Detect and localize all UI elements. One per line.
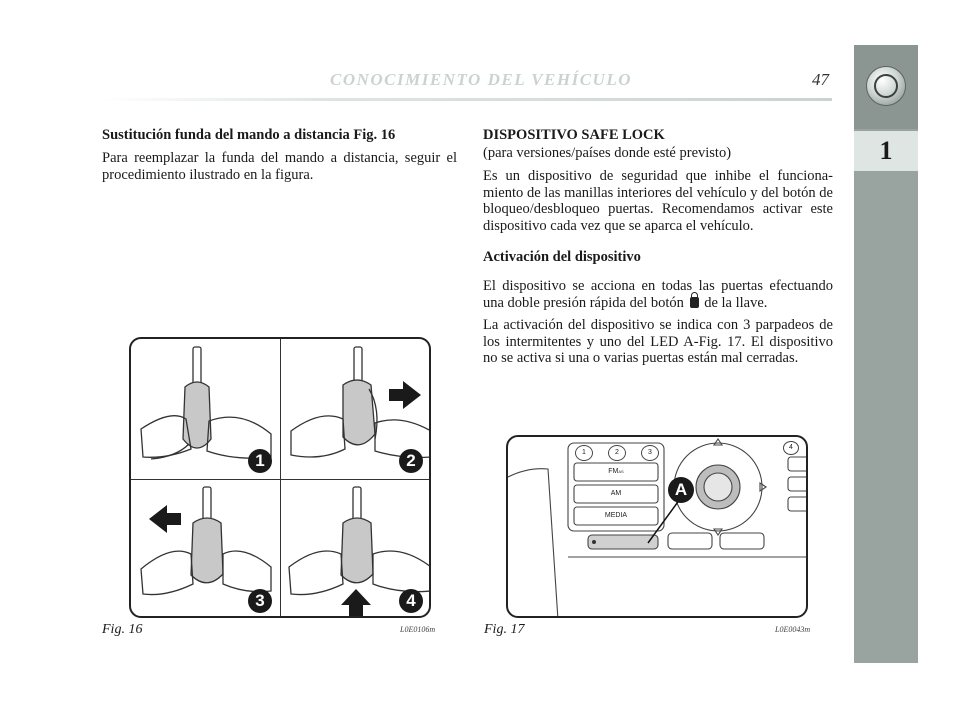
arrow-icon xyxy=(389,381,421,409)
source-button-fm-suffix: AS xyxy=(618,469,624,474)
arrow-icon xyxy=(149,505,181,533)
chapter-tab-active[interactable] xyxy=(854,131,918,171)
running-header-title: CONOCIMIENTO DEL VEHÍCULO xyxy=(330,70,632,89)
lancia-logo-icon xyxy=(866,66,906,106)
paragraph-cover-replacement: Para reemplazar la funda del mando a dis… xyxy=(102,150,457,183)
section-heading-safe-lock: DISPOSITIVO SAFE LOCK xyxy=(483,127,665,143)
callout-badge-a: A xyxy=(668,477,694,503)
section-heading-activation: Activación del dispositivo xyxy=(483,249,641,265)
figure-17-caption: Fig. 17 xyxy=(484,622,525,637)
step-badge-1: 1 xyxy=(248,449,272,473)
figure-17-code: L0E0043m xyxy=(775,625,811,634)
source-button-am[interactable]: AM xyxy=(610,490,622,497)
paragraph-activation-text-end: de la llave. xyxy=(704,294,768,311)
section-heading-cover-replacement: Sustitución funda del mando a distancia … xyxy=(102,127,396,143)
header-rule xyxy=(102,98,832,101)
panel-4-drawing xyxy=(288,486,429,596)
step-badge-3: 3 xyxy=(248,589,272,613)
preset-button-4[interactable]: 4 xyxy=(783,441,799,455)
preset-button-2[interactable]: 2 xyxy=(608,445,626,461)
panel-3-drawing xyxy=(140,486,272,596)
step-badge-4: 4 xyxy=(399,589,423,613)
callout-line xyxy=(647,498,681,544)
paragraph-activation: El dispositivo se acciona en todas las p… xyxy=(483,278,833,311)
preset-button-1[interactable]: 1 xyxy=(575,445,593,461)
source-button-fm[interactable]: FMAS xyxy=(574,468,658,475)
preset-button-3[interactable]: 3 xyxy=(641,445,659,461)
page-number: 47 xyxy=(812,70,829,89)
source-button-media[interactable]: MEDIA xyxy=(604,512,628,519)
figure-17-dashboard-led: 1 2 3 4 FMAS AM MEDIA A xyxy=(506,435,808,618)
arrow-icon xyxy=(341,589,371,616)
figure-16-divider-horizontal xyxy=(131,479,429,480)
paragraph-activation-text: El dispositivo se acciona en todas las p… xyxy=(483,278,833,311)
chapter-number: 1 xyxy=(879,136,893,165)
lock-icon xyxy=(689,291,699,308)
led-indicator xyxy=(592,540,596,544)
figure-16-caption: Fig. 16 xyxy=(102,622,143,637)
section-subheading-safe-lock: (para versiones/países donde esté previs… xyxy=(483,145,732,161)
panel-1-drawing xyxy=(140,346,272,460)
paragraph-safe-lock-description: Es un dispositivo de seguridad que inhib… xyxy=(483,168,833,234)
figure-16-divider-vertical xyxy=(280,339,281,616)
step-badge-2: 2 xyxy=(399,449,423,473)
figure-16-key-cover-steps: 1 2 3 4 xyxy=(129,337,431,618)
source-button-fm-label: FM xyxy=(608,468,619,475)
figure-16-code: L0E0106m xyxy=(400,625,436,634)
paragraph-activation-indication: La activación del dispositivo se indica … xyxy=(483,317,833,366)
figure-17-illustration xyxy=(508,438,806,616)
